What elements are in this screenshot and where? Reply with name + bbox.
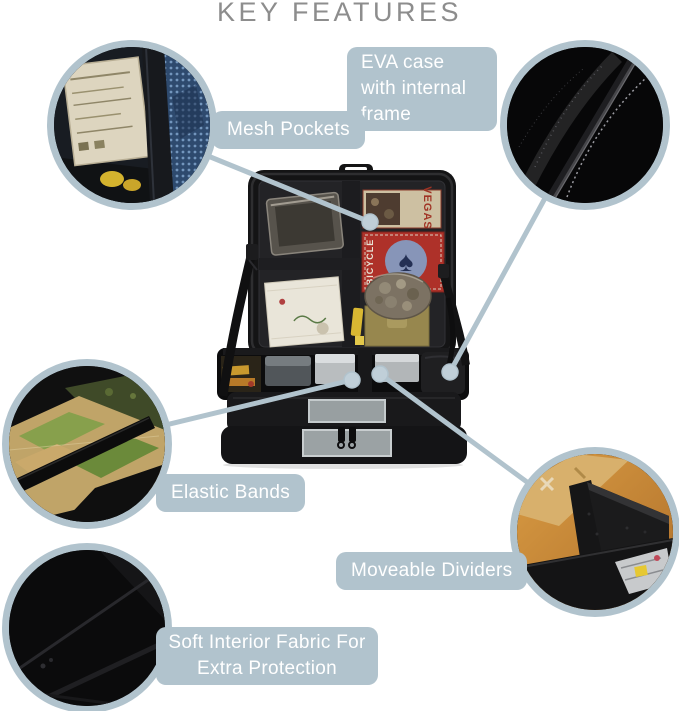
label-eva-case: EVA case with internal frame: [347, 47, 497, 131]
callout-circle-mesh-pockets: [47, 40, 217, 210]
svg-text:BICYCLE: BICYCLE: [365, 239, 375, 286]
label-mesh-pockets: Mesh Pockets: [212, 111, 365, 149]
eva-case-interior-photo: [507, 47, 663, 203]
white-card-stack: [263, 276, 345, 348]
label-elastic-bands: Elastic Bands: [156, 474, 306, 512]
callout-circle-soft-fabric: [2, 543, 172, 711]
mesh-pocket-strap: [142, 47, 174, 203]
soft-interior-fabric-photo: [9, 550, 165, 706]
mesh-pockets-photo: [54, 47, 210, 203]
label-soft-interior-fabric: Soft Interior Fabric For Extra Protectio…: [156, 627, 378, 685]
shoulder-strap-left: [218, 244, 258, 397]
case-front-upper: [227, 392, 461, 432]
elastic-bands-photo: [9, 366, 165, 522]
pointer-dot-moveable-dividers: [371, 365, 389, 383]
label-patch-lower: [302, 429, 392, 457]
spade-icon: ♠: [399, 246, 414, 277]
label-patch-upper: [308, 399, 386, 423]
callout-circle-moveable-dividers: [510, 447, 679, 617]
pointer-dot-mesh-pockets: [361, 213, 379, 231]
elastic-band-strap: [9, 416, 155, 498]
product-photo-game-case: VEGAS ♠ BICYCLE: [217, 164, 470, 469]
pointer-dot-eva-case: [441, 363, 459, 381]
svg-text:VEGAS: VEGAS: [421, 186, 433, 230]
moveable-dividers-photo: [517, 454, 673, 610]
zipper-pulls: [337, 427, 356, 449]
foam-divider: [569, 480, 669, 564]
label-moveable-dividers: Moveable Dividers: [336, 552, 528, 590]
callout-circle-elastic-bands: [2, 359, 172, 529]
callout-circle-eva-case: [500, 40, 670, 210]
tray-divider: [358, 350, 372, 396]
reference-card: [61, 56, 152, 167]
page-title: KEY FEATURES: [216, 0, 463, 27]
coin-pile: [364, 272, 432, 320]
pointer-dot-elastic-bands: [343, 371, 361, 389]
ziplock-bag: [265, 191, 344, 256]
gray-card-case: [265, 356, 311, 386]
case-front-base: [221, 426, 467, 464]
yellow-game-pieces: [350, 307, 364, 345]
